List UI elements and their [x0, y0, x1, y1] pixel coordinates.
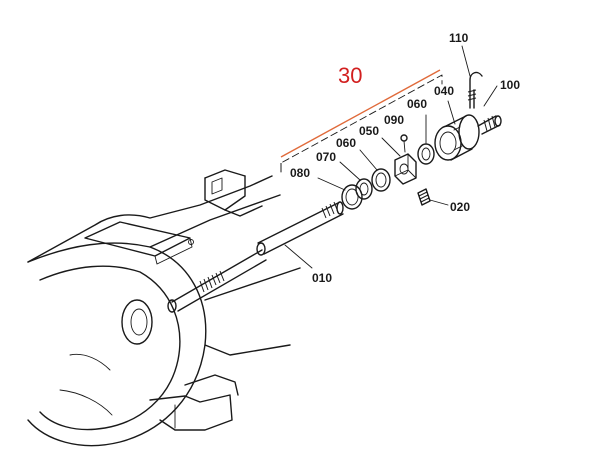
group-number-label: 30	[338, 63, 362, 88]
part-100-sleeve	[477, 115, 502, 135]
leader-090	[403, 140, 406, 153]
part-060-ring-a	[371, 168, 391, 192]
leader-020	[429, 199, 449, 206]
part-070-washer	[355, 178, 373, 200]
part-020-set-screw	[417, 188, 431, 206]
callout-020: 020	[450, 200, 470, 214]
leader-100	[483, 85, 498, 107]
callout-050: 050	[359, 124, 379, 138]
leader-050	[381, 137, 401, 157]
part-110-clip	[467, 71, 483, 109]
callout-060-first: 060	[336, 136, 356, 150]
part-040-coupling	[434, 114, 480, 161]
callout-080: 080	[290, 166, 310, 180]
callout-070: 070	[316, 150, 336, 164]
callout-090: 090	[384, 113, 404, 127]
callout-060-second: 060	[407, 97, 427, 111]
transmission-housing	[27, 169, 301, 447]
part-050-nut	[394, 153, 417, 185]
leader-060a	[359, 149, 378, 171]
callout-110: 110	[449, 31, 469, 45]
group-bracket-line	[280, 69, 441, 158]
leader-040	[447, 100, 456, 125]
part-090-ball	[400, 134, 408, 142]
leader-070	[339, 161, 361, 181]
part-080-snap-ring	[341, 184, 363, 210]
group-dashed-line	[280, 74, 443, 173]
part-060-ring-b	[417, 143, 435, 165]
leader-110	[461, 45, 471, 77]
leader-010	[284, 244, 313, 269]
callout-040: 040	[434, 84, 454, 98]
callout-100: 100	[500, 78, 520, 92]
inner-shaft	[167, 249, 267, 313]
part-010-shaft	[256, 201, 344, 256]
leader-080	[317, 177, 346, 191]
callout-010: 010	[312, 271, 332, 285]
